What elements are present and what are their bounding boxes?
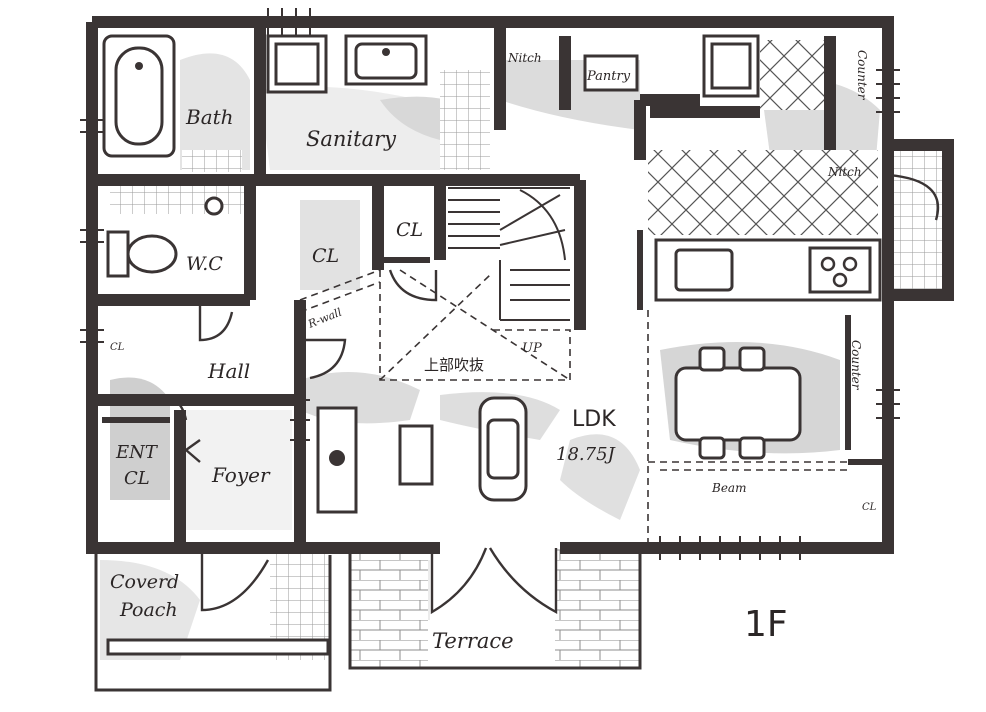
- bathtub: [102, 34, 176, 158]
- wc-sink-icon: [204, 196, 224, 216]
- room-label-porch-1: Coverd: [110, 571, 179, 593]
- room-label-cl-center: CL: [312, 245, 339, 267]
- pantry-box: [583, 54, 639, 92]
- room-label-ldk: LDK: [572, 407, 616, 432]
- room-label-r-wall: R-wall: [305, 305, 344, 331]
- room-label-cl-stair: CL: [396, 219, 423, 241]
- room-label-nitch-top: Nitch: [507, 51, 542, 65]
- floor-label: 1F: [744, 604, 788, 645]
- windows: [80, 8, 900, 560]
- right-bump-tile: [885, 145, 950, 295]
- room-label-terrace: Terrace: [432, 629, 514, 653]
- bath-floor-tile: [182, 150, 242, 172]
- sanitary-tile: [440, 70, 490, 170]
- terrace-outline: [348, 548, 642, 670]
- room-label-up: UP: [522, 341, 542, 356]
- room-label-foyer: Foyer: [211, 463, 271, 487]
- fridge: [702, 34, 760, 98]
- room-label-pantry: Pantry: [586, 69, 631, 84]
- room-label-counter-right: Counter: [849, 340, 863, 391]
- sanitary-fixtures: [266, 34, 428, 94]
- terrace-brick-left: [350, 548, 428, 668]
- room-label-counter-top: Counter: [855, 50, 869, 101]
- walls: [86, 16, 954, 554]
- kitchen-top-diamond: [760, 40, 830, 110]
- room-label-beam: Beam: [711, 481, 746, 495]
- kitchen-diamond-floor: [648, 150, 878, 235]
- room-label-cl-hall: CL: [110, 342, 125, 353]
- room-label-sanitary: Sanitary: [306, 127, 397, 151]
- room-label-bath: Bath: [185, 105, 234, 129]
- foyer-tile: [182, 410, 292, 530]
- porch-outline: [94, 548, 332, 692]
- toilet-icon: [106, 230, 178, 278]
- wc-tile: [110, 186, 250, 214]
- porch-step: [106, 638, 330, 656]
- terrace-brick-right: [555, 548, 640, 668]
- dining-set: [674, 346, 802, 460]
- room-label-ent: ENT: [115, 442, 159, 463]
- living-furniture: [316, 396, 528, 514]
- room-label-nitch-right: Nitch: [827, 165, 862, 179]
- drain-icon: [135, 62, 143, 70]
- room-label-ent-cl: CL: [124, 468, 150, 489]
- stove-burners-icon: [820, 256, 858, 288]
- tv-stand-icon: [329, 450, 345, 466]
- room-label-hall: Hall: [207, 359, 250, 383]
- stairs: [448, 187, 570, 321]
- room-label-porch-2: Poach: [119, 599, 178, 621]
- inner-walls: [102, 230, 888, 465]
- void-outline: [299, 269, 848, 548]
- room-label-void: 上部吹抜: [424, 356, 484, 374]
- room-label-ldk-size: 18.75J: [556, 444, 617, 465]
- kitchen-counter: [654, 238, 882, 302]
- room-label-wc: W.C: [186, 253, 223, 275]
- doors: [149, 173, 940, 615]
- room-label-cl-right: CL: [862, 502, 877, 513]
- faucet-icon: [382, 48, 390, 56]
